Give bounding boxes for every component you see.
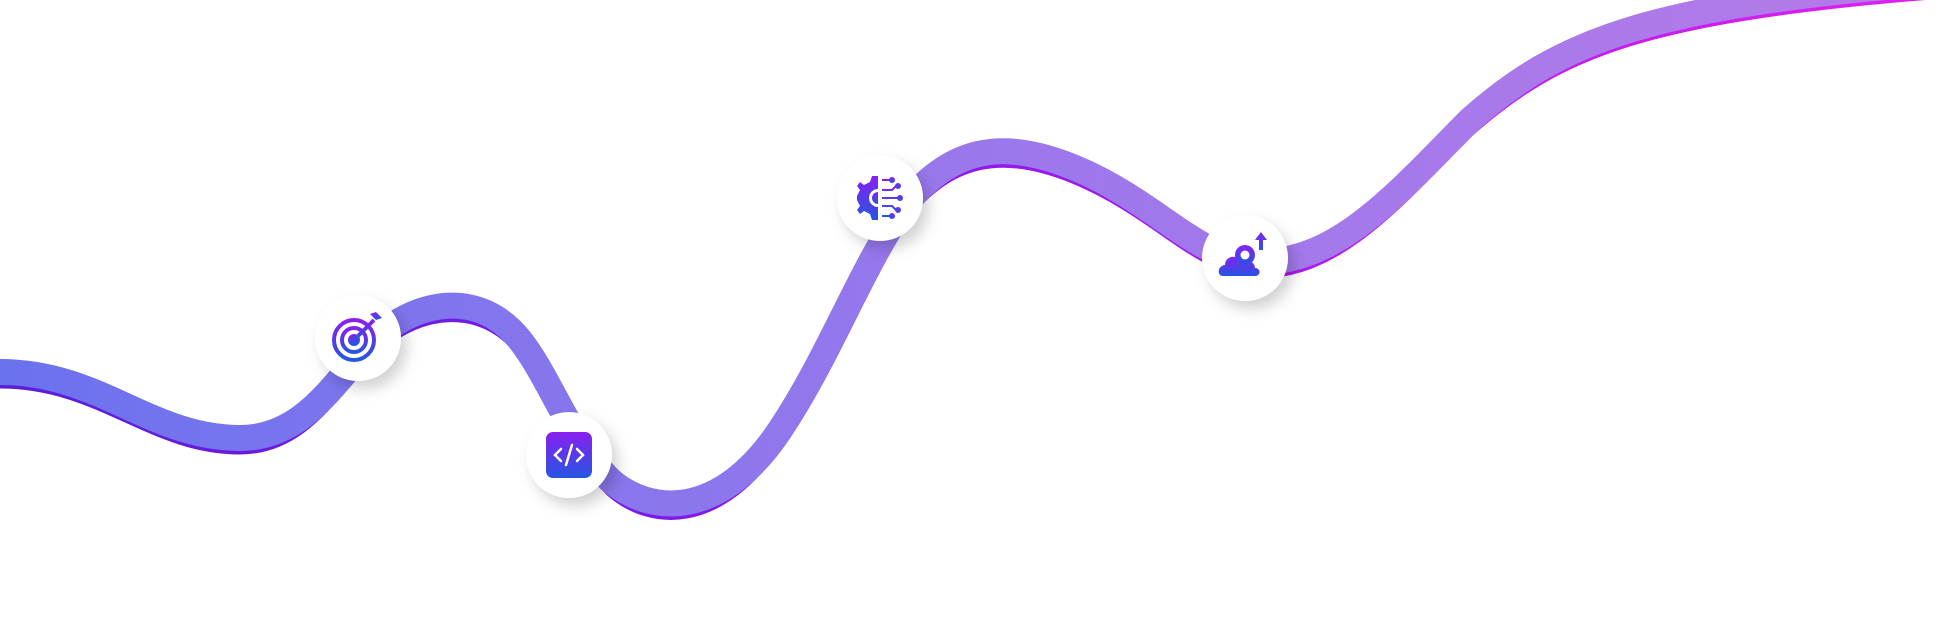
ribbon-path (0, 0, 1944, 515)
code-icon (546, 432, 592, 478)
milestone-cloud-gear[interactable] (1202, 215, 1288, 301)
target-arrow-icon (332, 312, 382, 362)
milestone-code[interactable] (526, 412, 612, 498)
milestone-ai-gear[interactable] (837, 155, 923, 241)
cloud-gear-upload-icon (1218, 232, 1267, 276)
milestone-target[interactable] (315, 295, 401, 381)
ai-gear-circuit-icon (857, 176, 903, 220)
